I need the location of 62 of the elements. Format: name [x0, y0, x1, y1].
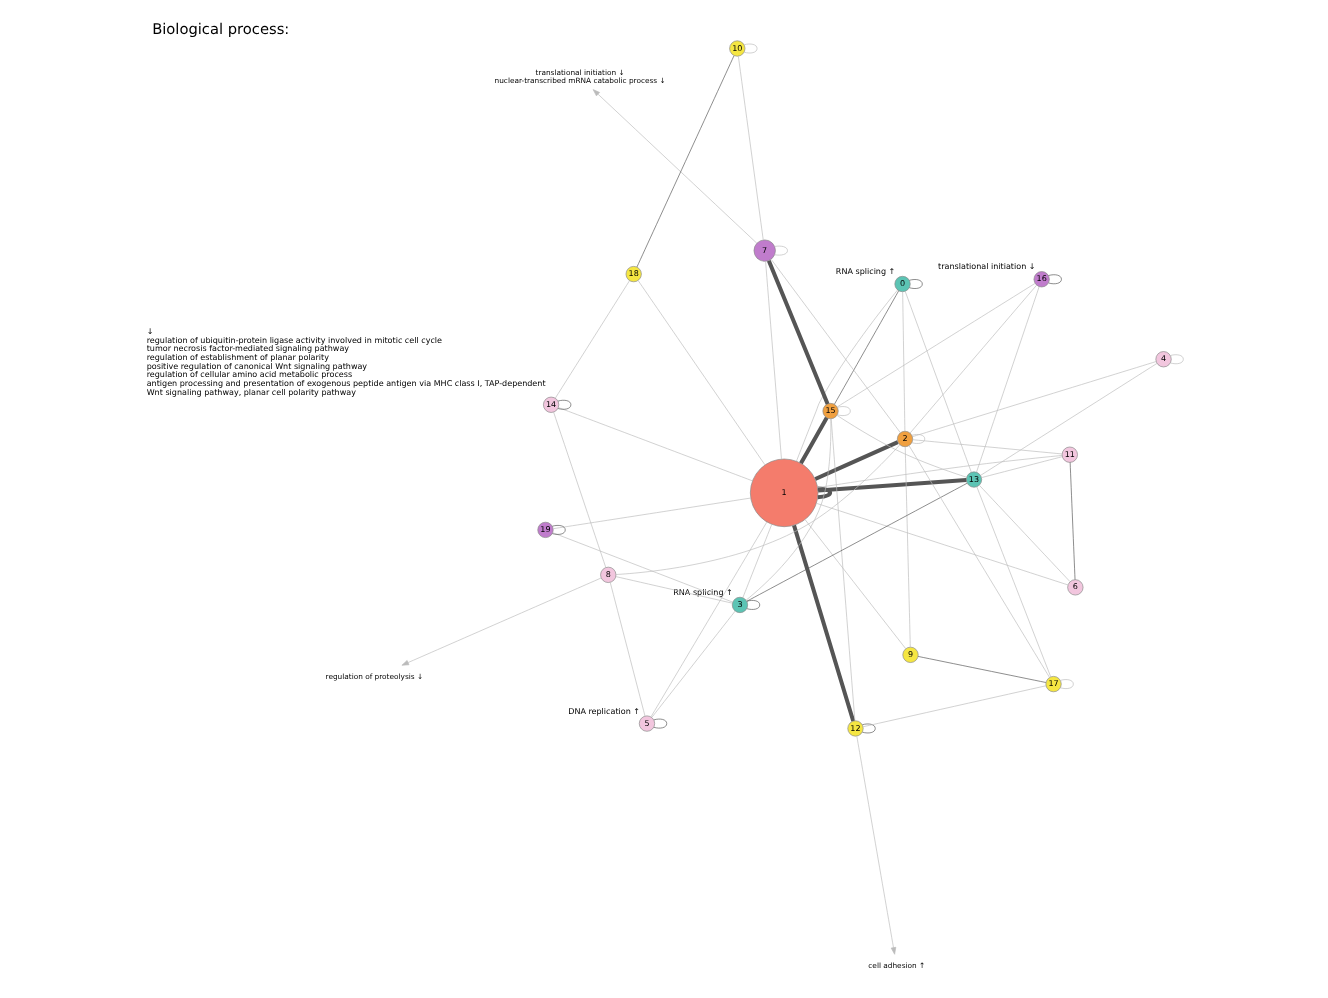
connector	[903, 291, 971, 473]
connector	[1169, 354, 1183, 365]
connector	[978, 485, 1070, 582]
arrow	[591, 89, 757, 244]
connector	[614, 444, 900, 575]
connector	[861, 685, 1046, 728]
connector	[745, 600, 760, 610]
connector	[975, 486, 1051, 678]
connector	[815, 503, 1068, 586]
connector	[551, 497, 750, 530]
arrow	[855, 735, 896, 955]
connector	[742, 43, 757, 54]
connector	[745, 482, 967, 602]
connector	[910, 434, 925, 444]
connector	[614, 576, 732, 604]
connector	[813, 440, 898, 481]
connector	[908, 284, 1036, 434]
connector	[556, 399, 571, 410]
connector	[835, 283, 1035, 408]
connector	[636, 280, 765, 466]
connector	[769, 259, 900, 434]
connector	[650, 610, 735, 718]
connector	[635, 55, 734, 268]
connector	[551, 525, 565, 535]
connector	[1059, 679, 1073, 689]
connector	[1068, 462, 1075, 580]
connector	[798, 416, 828, 465]
connector	[795, 289, 897, 462]
connector	[911, 361, 1156, 437]
connector	[861, 723, 875, 734]
connector	[980, 456, 1062, 478]
connector	[829, 418, 855, 721]
connector	[833, 290, 898, 405]
connector	[791, 524, 855, 722]
connector	[554, 280, 629, 399]
connector	[552, 411, 606, 568]
connector	[773, 245, 787, 256]
connector	[551, 532, 732, 603]
connector	[907, 445, 1049, 678]
connector	[911, 439, 1062, 455]
connector	[557, 407, 752, 482]
connector	[803, 519, 906, 650]
connector	[816, 486, 832, 500]
connector	[737, 55, 763, 241]
connector	[836, 406, 850, 416]
connector	[741, 524, 772, 599]
connector	[764, 261, 781, 460]
connector	[608, 582, 645, 717]
connector	[979, 363, 1157, 476]
connector	[765, 259, 829, 405]
connector	[817, 478, 966, 493]
arrow	[400, 577, 601, 666]
connector	[916, 656, 1046, 683]
connector	[649, 521, 767, 718]
connector	[835, 415, 966, 478]
connector	[975, 286, 1039, 473]
connector	[744, 418, 831, 601]
connector	[903, 446, 910, 648]
connector	[652, 718, 667, 729]
connector	[1047, 274, 1061, 285]
connector	[901, 291, 905, 432]
connector	[908, 279, 922, 289]
